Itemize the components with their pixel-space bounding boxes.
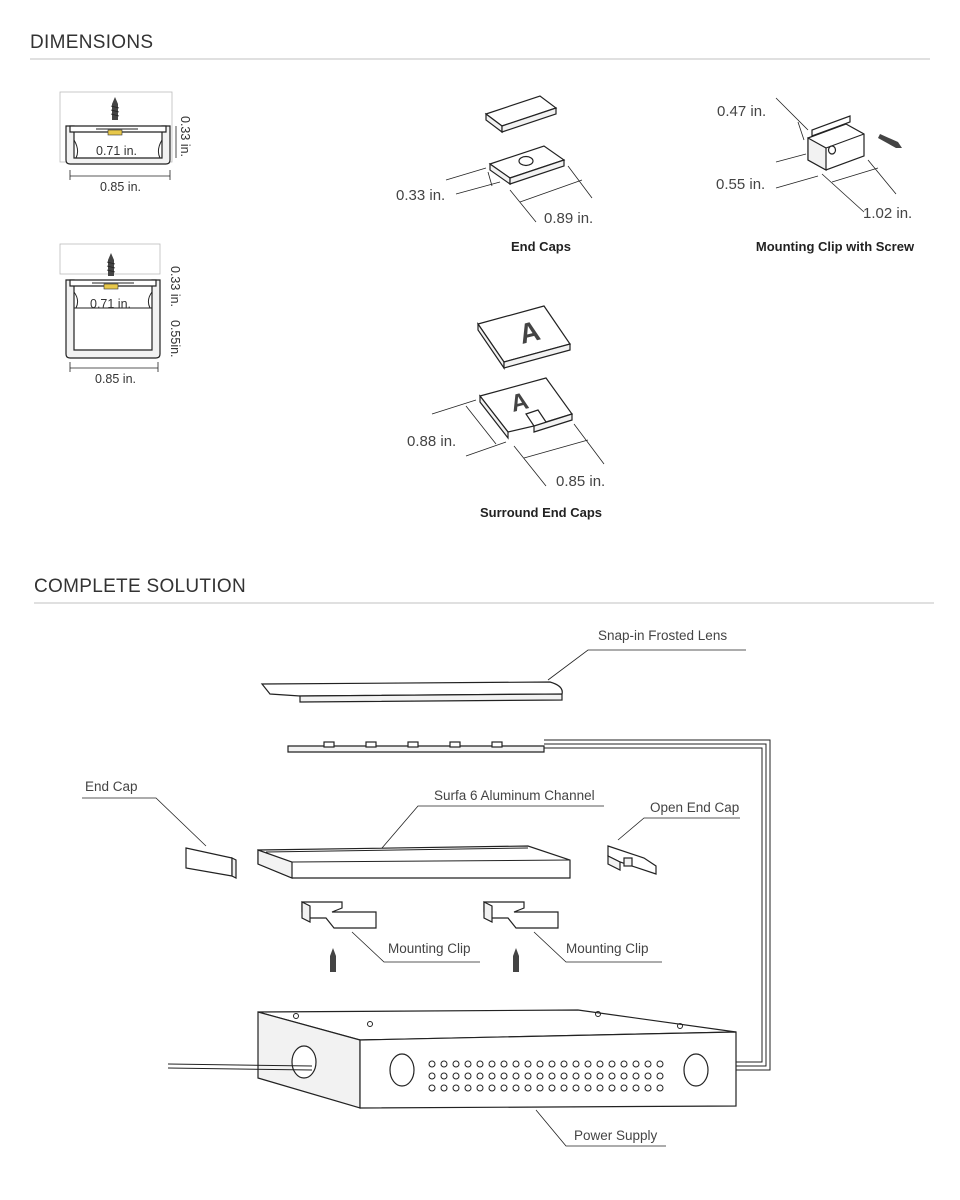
end-caps-length: 0.89 in. xyxy=(544,210,593,227)
screw-icon xyxy=(112,97,118,120)
power-supply-label: Power Supply xyxy=(574,1128,658,1143)
profile-shallow-drawing xyxy=(59,91,177,180)
clip-right-label: Mounting Clip xyxy=(566,941,649,956)
end-cap-label: End Cap xyxy=(85,779,138,794)
surround-caps-side: 0.88 in. xyxy=(407,433,456,450)
mounting-clip-length: 1.02 in. xyxy=(863,205,912,222)
channel-label: Surfa 6 Aluminum Channel xyxy=(434,788,595,803)
open-end-cap-label: Open End Cap xyxy=(650,800,739,815)
vent-holes xyxy=(428,1060,664,1092)
profile-deep-bottom-height: 0.55in. xyxy=(168,320,182,358)
led-strip-drawing xyxy=(287,739,771,1071)
surround-caps-drawing: A A xyxy=(431,305,605,487)
profile-shallow-inner-width: 0.71 in. xyxy=(96,144,137,158)
clip-hole-icon xyxy=(827,145,837,155)
screw-icon-2 xyxy=(108,253,114,276)
aluminum-channel-drawing xyxy=(257,805,604,879)
lens-label: Snap-in Frosted Lens xyxy=(598,628,727,643)
knockout-icon-side xyxy=(291,1045,317,1079)
mounting-clip-caption: Mounting Clip with Screw xyxy=(756,239,915,254)
profile-deep-drawing xyxy=(59,243,161,372)
clip-screw-icon xyxy=(878,134,902,148)
profile-deep-inner-width: 0.71 in. xyxy=(90,297,131,311)
knockout-icon-right xyxy=(683,1053,709,1087)
surround-caps-length: 0.85 in. xyxy=(556,473,605,490)
profile-shallow-outer-width: 0.85 in. xyxy=(100,180,141,194)
mounting-clip-top: 0.47 in. xyxy=(717,103,766,120)
mounting-clip-drawing xyxy=(775,97,902,213)
surround-caps-caption: Surround End Caps xyxy=(480,505,602,520)
end-caps-drawing xyxy=(445,95,593,223)
profile-shallow-clips xyxy=(73,139,163,159)
dimensions-heading: DIMENSIONS xyxy=(30,32,153,53)
led-chip-icon-2 xyxy=(103,283,119,290)
knockout-icon-left xyxy=(389,1053,415,1087)
mounting-clip-left-drawing xyxy=(301,901,480,972)
end-cap-part-drawing xyxy=(82,797,237,879)
open-end-cap-drawing xyxy=(607,817,740,875)
end-caps-caption: End Caps xyxy=(511,239,571,254)
led-chip-icon xyxy=(107,129,123,136)
frosted-lens-drawing xyxy=(260,649,746,703)
surround-cap-letter-bottom: A xyxy=(508,387,531,417)
cap-hole-icon xyxy=(518,155,534,167)
mounting-clip-side: 0.55 in. xyxy=(716,176,765,193)
clip-left-label: Mounting Clip xyxy=(388,941,471,956)
profile-shallow-height: 0.33 in. xyxy=(178,116,192,157)
profile-deep-channel xyxy=(65,279,161,359)
clip-screw-left-icon xyxy=(330,948,336,972)
profile-deep-top-height: 0.33 in. xyxy=(168,266,182,307)
profile-shallow-channel xyxy=(65,125,171,165)
power-supply-drawing xyxy=(167,1009,737,1147)
mounting-clip-right-drawing xyxy=(483,901,662,972)
end-caps-height: 0.33 in. xyxy=(396,187,445,204)
profile-deep-outer-width: 0.85 in. xyxy=(95,372,136,386)
complete-solution-heading: COMPLETE SOLUTION xyxy=(34,576,246,597)
clip-screw-right-icon xyxy=(513,948,519,972)
